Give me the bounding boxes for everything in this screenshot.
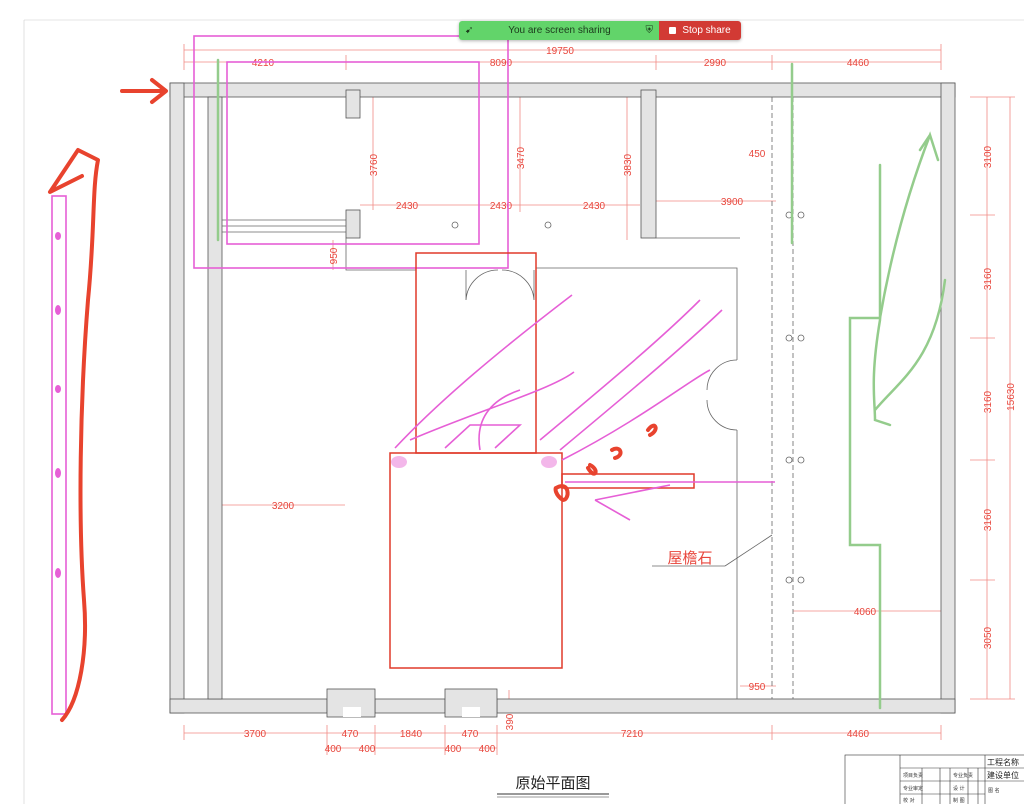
title-block-cell: 项目负责 [903, 772, 923, 779]
dim-total-width: 19750 [546, 46, 574, 57]
pink-stroke [478, 389, 521, 451]
dim-bottom: 3700 [244, 729, 267, 740]
dim-top: 2990 [704, 58, 727, 69]
dim-interior: 950 [749, 682, 766, 693]
title-block-cell: 工程名称 [987, 757, 1019, 767]
dim-interior: 3200 [272, 501, 295, 512]
dim-interior: 3830 [623, 153, 634, 176]
title-block: 工程名称 项目负责 专业负责 建设单位 专业审定 设 计 图 名 校 对 制 图 [844, 754, 1024, 804]
dim-interior: 950 [329, 247, 340, 264]
pink-stroke [559, 309, 723, 451]
share-app-icon: ➹ [465, 25, 474, 36]
red-annotation-box [389, 452, 563, 669]
title-block-cell: 制 图 [953, 797, 965, 804]
stop-share-label: Stop share [682, 25, 731, 36]
dim-bottom: 390 [505, 713, 516, 730]
stop-icon [669, 27, 677, 34]
dim-bottom: 400 [325, 744, 342, 755]
dim-interior: 2430 [396, 201, 419, 212]
dim-interior: 2430 [490, 201, 513, 212]
red-mark [610, 446, 623, 460]
dim-bottom: 470 [462, 729, 479, 740]
dim-top: 4460 [847, 58, 870, 69]
dim-total-height: 15630 [1006, 383, 1017, 411]
dim-bottom: 400 [479, 744, 496, 755]
dim-interior: 4060 [854, 607, 877, 618]
title-block-cell: 图 名 [988, 787, 1000, 794]
green-stroke [872, 163, 947, 427]
red-annotation-box [561, 473, 695, 489]
dim-interior: 3760 [369, 153, 380, 176]
dim-interior: 3470 [516, 146, 527, 169]
title-block-cell: 专业审定 [903, 785, 923, 792]
dim-right: 3050 [983, 626, 994, 649]
dim-interior: 450 [749, 149, 766, 160]
title-block-cell: 建设单位 [987, 770, 1019, 780]
pink-stroke [561, 369, 711, 461]
dim-top: 8090 [490, 58, 513, 69]
title-block-cell: 专业负责 [953, 772, 973, 779]
title-block-cell: 设 计 [953, 785, 965, 792]
pink-stroke [394, 294, 573, 449]
red-mark [553, 484, 570, 502]
dim-right: 3100 [983, 145, 994, 168]
shield-check-icon: ⛨ [645, 25, 654, 36]
dim-right: 3160 [983, 508, 994, 531]
dim-top: 4210 [252, 58, 275, 69]
drawing-title: 原始平面图 [515, 774, 590, 792]
dim-bottom: 470 [342, 729, 359, 740]
pink-stroke [594, 484, 671, 521]
eave-stone-label: 屋檐石 [667, 549, 712, 567]
pink-dots [55, 232, 557, 578]
pink-stroke [444, 424, 523, 449]
screen-share-bar: ➹ You are screen sharing ⛨ Stop share [459, 21, 741, 40]
screen-share-message: You are screen sharing [508, 25, 611, 36]
dim-right: 3160 [983, 390, 994, 413]
dim-right: 3160 [983, 267, 994, 290]
dimension-lines [183, 44, 1015, 755]
red-mark [646, 423, 658, 437]
red-mark [586, 463, 598, 476]
red-stroke [48, 148, 100, 722]
pink-stroke [409, 371, 575, 441]
pink-annotation-box [51, 195, 67, 715]
dim-bottom: 4460 [847, 729, 870, 740]
pink-annotation-box [226, 61, 480, 245]
dim-bottom: 400 [445, 744, 462, 755]
dimension-labels: 19750 4210 8090 2990 4460 3760 3470 3830… [244, 46, 1017, 792]
annotation-layer [48, 35, 947, 722]
dim-bottom: 7210 [621, 729, 644, 740]
dim-bottom: 400 [359, 744, 376, 755]
screen-share-status: ➹ You are screen sharing ⛨ [459, 21, 659, 40]
red-annotation-box [415, 252, 537, 454]
red-arrow [120, 78, 168, 104]
dim-interior: 2430 [583, 201, 606, 212]
interior-lines [222, 97, 805, 699]
dim-interior: 3900 [721, 197, 744, 208]
pink-stroke [539, 299, 701, 441]
pink-annotation-box [193, 35, 509, 269]
dim-bottom: 1840 [400, 729, 423, 740]
green-stroke [848, 131, 940, 710]
stop-share-button[interactable]: Stop share [659, 21, 741, 40]
title-block-cell: 校 对 [903, 797, 915, 804]
walls [169, 82, 956, 718]
